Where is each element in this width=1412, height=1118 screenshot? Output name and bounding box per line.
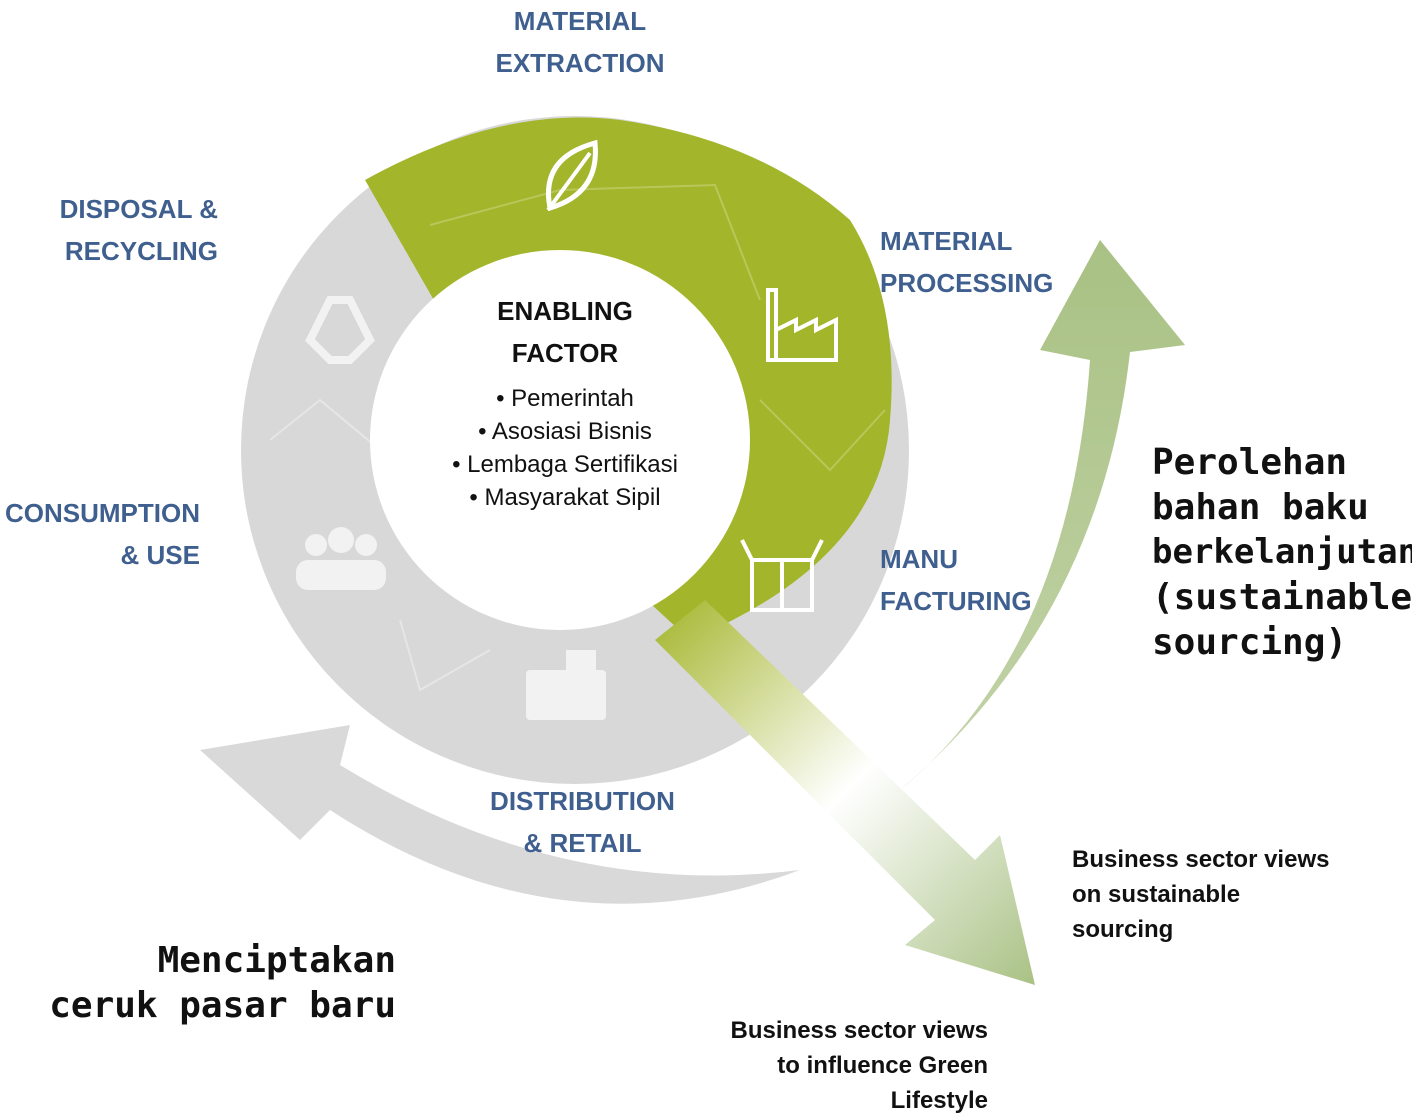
note-line: Business sector views xyxy=(730,1017,988,1044)
stage-label-line: DISTRIBUTION xyxy=(490,786,675,816)
big-text-line: ceruk pasar baru xyxy=(49,985,396,1026)
stage-label-line: MATERIAL xyxy=(513,6,647,36)
enabling-item: • Asosiasi Bisnis xyxy=(478,418,652,445)
enabling-factor: ENABLING FACTOR • Pemerintah • Asosiasi … xyxy=(372,290,758,514)
segment-divider xyxy=(269,398,381,451)
big-text-line: (sustainable xyxy=(1152,577,1412,618)
enabling-factor-circle xyxy=(370,250,750,630)
stage-label-line: & RETAIL xyxy=(523,828,642,858)
stage-label-line: MATERIAL xyxy=(880,226,1013,256)
people-icon xyxy=(296,527,386,590)
note-line: Business sector views xyxy=(1072,846,1330,873)
enabling-title-line: ENABLING xyxy=(497,296,633,326)
stage-label-line: RECYCLING xyxy=(64,236,218,266)
note-line: on sustainable xyxy=(1072,881,1241,908)
leaf-icon xyxy=(546,139,598,212)
stage-distribution: DISTRIBUTION & RETAIL xyxy=(470,780,695,864)
big-text-line: Menciptakan xyxy=(157,940,396,981)
stage-material-extraction: MATERIAL EXTRACTION xyxy=(470,0,690,84)
big-text-line: sourcing) xyxy=(1152,622,1348,663)
note-line: sourcing xyxy=(1072,916,1174,943)
cash-register-icon xyxy=(526,650,606,720)
note-sustainable-sourcing: Business sector views on sustainable sou… xyxy=(1072,842,1329,947)
note-line: Lifestyle xyxy=(890,1087,988,1114)
stage-label-line: MANU xyxy=(880,544,958,574)
big-text-line: bahan baku xyxy=(1152,487,1369,528)
big-text-line: Perolehan xyxy=(1152,442,1348,483)
enabling-item: • Masyarakat Sipil xyxy=(469,484,661,511)
niche-market-text: Menciptakan ceruk pasar baru xyxy=(20,938,396,1028)
sustainable-sourcing-text: Perolehan bahan baku berkelanjutan (sust… xyxy=(1152,440,1412,665)
stage-label-line: PROCESSING xyxy=(880,268,1054,298)
note-green-lifestyle: Business sector views to influence Green… xyxy=(680,1013,988,1118)
segment-divider xyxy=(399,619,491,692)
enabling-title-line: FACTOR xyxy=(511,338,619,368)
stage-disposal: DISPOSAL & RECYCLING xyxy=(0,188,218,272)
segment-divider xyxy=(759,399,886,472)
box-icon xyxy=(740,539,824,612)
stage-label-line: DISPOSAL & xyxy=(59,194,218,224)
sustainable-sourcing-arrow xyxy=(900,240,1185,790)
note-line: to influence Green xyxy=(777,1052,988,1079)
recycle-icon xyxy=(305,296,375,364)
enabling-factor-list: • Pemerintah • Asosiasi Bisnis • Lembaga… xyxy=(372,382,758,514)
niche-market-arrow xyxy=(200,725,800,904)
enabling-factor-title: ENABLING FACTOR xyxy=(372,290,758,374)
stage-label-line: CONSUMPTION xyxy=(5,498,200,528)
stage-consumption: CONSUMPTION & USE xyxy=(0,492,200,576)
big-text-line: berkelanjutan xyxy=(1152,532,1412,572)
stage-label-line: EXTRACTION xyxy=(495,48,665,78)
stage-label-line: FACTURING xyxy=(880,586,1032,616)
enabling-item: • Pemerintah xyxy=(496,385,634,412)
stage-manufacturing: MANU FACTURING xyxy=(880,538,1032,622)
stage-label-line: & USE xyxy=(120,540,200,570)
stage-material-processing: MATERIAL PROCESSING xyxy=(880,220,1053,304)
enabling-item: • Lembaga Sertifikasi xyxy=(452,451,678,478)
factory-icon xyxy=(766,288,838,362)
green-lifestyle-arrow xyxy=(655,600,1035,985)
segment-divider xyxy=(429,183,761,301)
